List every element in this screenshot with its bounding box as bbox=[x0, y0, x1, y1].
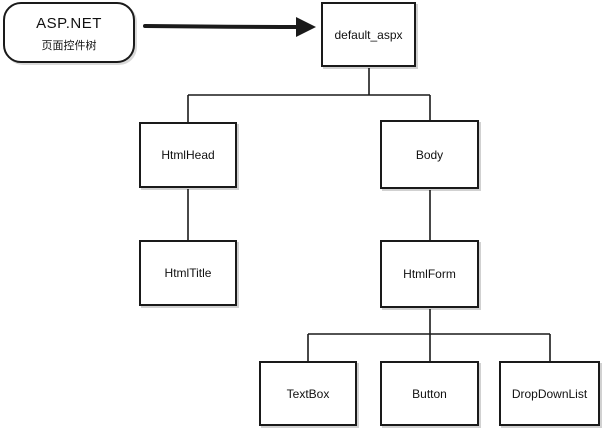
node-dropdownlist: DropDownList bbox=[499, 361, 600, 426]
arrow-callout-to-root bbox=[143, 16, 316, 37]
node-htmltitle: HtmlTitle bbox=[139, 240, 237, 306]
node-htmlhead: HtmlHead bbox=[139, 122, 237, 188]
node-label: HtmlHead bbox=[161, 148, 215, 162]
node-default-aspx: default_aspx bbox=[321, 2, 416, 67]
node-label: default_aspx bbox=[334, 27, 403, 42]
node-label: HtmlForm bbox=[403, 267, 456, 281]
node-label: Button bbox=[412, 386, 447, 401]
node-htmlform: HtmlForm bbox=[380, 240, 479, 308]
title-subtitle: 页面控件树 bbox=[41, 40, 97, 52]
node-button: Button bbox=[380, 361, 479, 426]
node-label: DropDownList bbox=[511, 386, 588, 401]
node-label: HtmlTitle bbox=[164, 266, 212, 280]
title-main: ASP.NET bbox=[36, 15, 102, 32]
node-body: Body bbox=[380, 120, 479, 189]
node-label: TextBox bbox=[286, 386, 330, 401]
node-label: Body bbox=[415, 147, 444, 162]
title-callout: ASP.NET 页面控件树 bbox=[3, 2, 135, 63]
node-textbox: TextBox bbox=[259, 361, 357, 426]
